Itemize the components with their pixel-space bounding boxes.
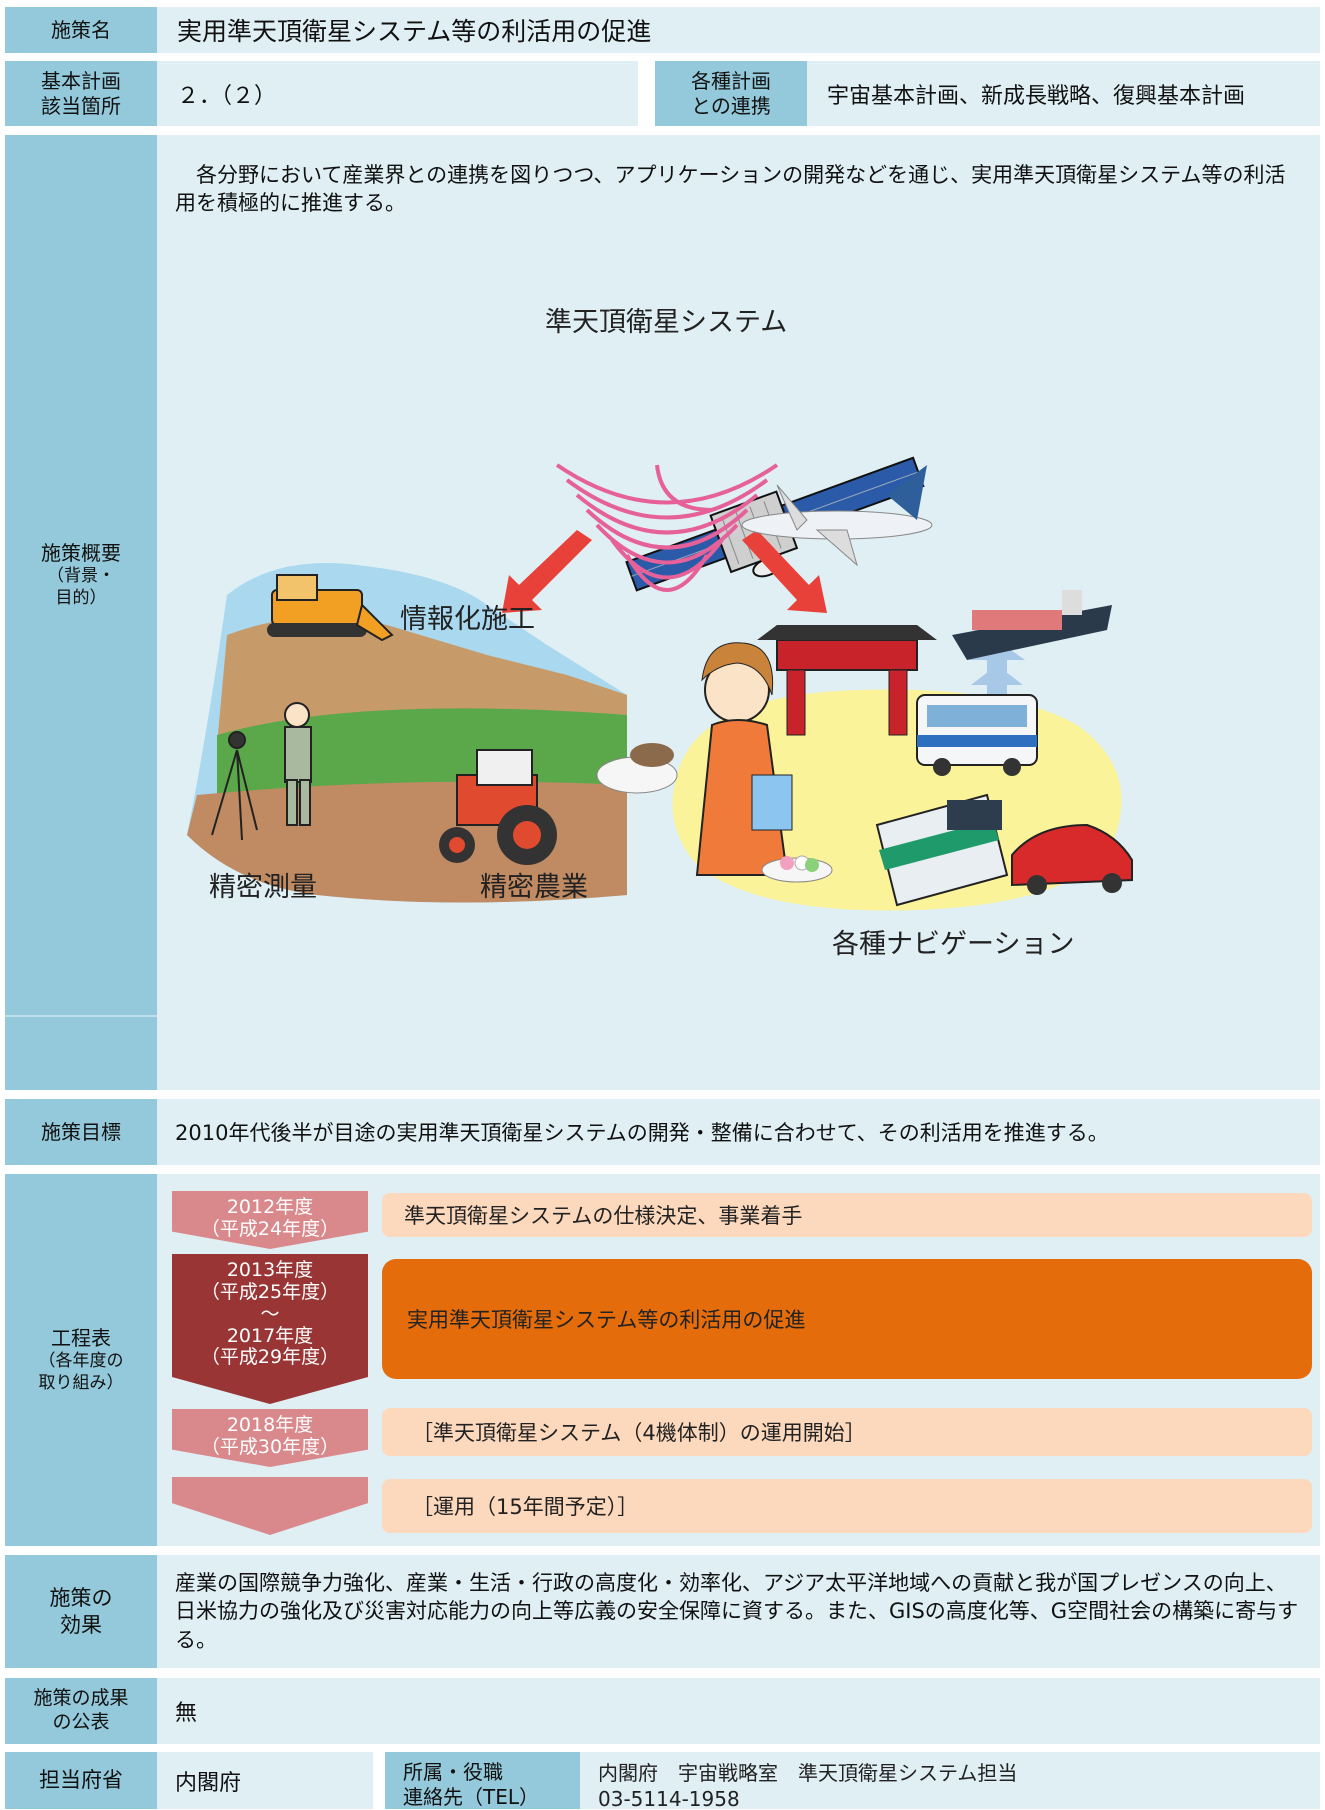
farming-caption: 精密農業 bbox=[480, 872, 588, 903]
bulldozer-icon bbox=[267, 574, 394, 642]
effect-panel: 産業の国際競争力強化、産業・生活・行政の高度化・効率化、アジア太平洋地域への貢献… bbox=[157, 1555, 1320, 1668]
ministry-gap bbox=[373, 1752, 385, 1809]
woman-icon bbox=[695, 642, 793, 876]
overview-illustration bbox=[187, 456, 1133, 911]
car-icon bbox=[1011, 823, 1133, 895]
basic-plan-value: ２．（２） bbox=[157, 61, 638, 126]
goal-label: 施策目標 bbox=[5, 1099, 157, 1165]
year-2018-arrow: 2018年度（平成30年度） bbox=[172, 1409, 368, 1467]
red-arrow-icon bbox=[502, 530, 827, 613]
publication-value: 無 bbox=[157, 1678, 1320, 1744]
year-2012-arrow: 2012年度（平成24年度） bbox=[172, 1191, 368, 1249]
contact-phone: 03-5114-1958 bbox=[598, 1787, 740, 1809]
operation-arrow bbox=[172, 1477, 368, 1535]
effect-text: 産業の国際競争力強化、産業・生活・行政の高度化・効率化、アジア太平洋地域への貢献… bbox=[175, 1571, 1299, 1652]
goal-text: 2010年代後半が目途の実用準天頂衛星システムの開発・整備に合わせて、その利活用… bbox=[157, 1099, 1320, 1165]
year-2013-2017-arrow: 2013年度（平成25年度）～2017年度（平成29年度） bbox=[172, 1254, 368, 1404]
overview-label: 施策概要（背景・目的） bbox=[5, 135, 157, 1015]
contact-label: 所属・役職連絡先（TEL） bbox=[385, 1752, 580, 1809]
land-illustration bbox=[187, 563, 627, 903]
gate-icon bbox=[757, 625, 937, 736]
ship-icon bbox=[952, 590, 1112, 660]
ministry-value: 内閣府 bbox=[157, 1752, 373, 1809]
overview-panel: 各分野において産業界との連携を図りつつ、アプリケーションの開発などを通じ、実用準… bbox=[157, 135, 1320, 1090]
schedule-step-2012: 準天頂衛星システムの仕様決定、事業着手 bbox=[382, 1193, 1312, 1237]
contact-department: 内閣府 宇宙戦略室 準天頂衛星システム担当 bbox=[598, 1761, 1018, 1785]
construction-caption: 情報化施工 bbox=[400, 604, 535, 635]
surveyor-icon bbox=[211, 702, 312, 841]
schedule-step-2013-2017: 実用準天頂衛星システム等の利活用の促進 bbox=[382, 1259, 1312, 1379]
bus-icon bbox=[916, 694, 1038, 776]
navigation-illustration bbox=[596, 465, 1133, 911]
schedule-panel: 2012年度（平成24年度） 2013年度（平成25年度）～2017年度（平成2… bbox=[157, 1174, 1320, 1546]
satellite-caption: 準天頂衛星システム bbox=[545, 307, 788, 338]
overview-label-spacer bbox=[5, 1015, 157, 1090]
policy-name-label: 施策名 bbox=[5, 7, 157, 53]
overview-text: 各分野において産業界との連携を図りつつ、アプリケーションの開発などを通じ、実用準… bbox=[175, 163, 1286, 216]
contact-value: 内閣府 宇宙戦略室 準天頂衛星システム担当 03-5114-1958 bbox=[580, 1752, 1320, 1809]
schedule-label: 工程表（各年度の取り組み） bbox=[5, 1174, 157, 1546]
ministry-label: 担当府省 bbox=[5, 1752, 157, 1809]
navigation-caption: 各種ナビゲーション bbox=[832, 929, 1075, 960]
related-plans-label: 各種計画との連携 bbox=[655, 61, 807, 126]
basic-plan-label: 基本計画該当箇所 bbox=[5, 61, 157, 126]
effect-label: 施策の効果 bbox=[5, 1555, 157, 1668]
related-plans-value: 宇宙基本計画、新成長戦略、復興基本計画 bbox=[807, 61, 1320, 126]
schedule-step-2018: ［準天頂衛星システム（4機体制）の運用開始］ bbox=[382, 1408, 1312, 1456]
train-icon bbox=[875, 793, 1009, 907]
tractor-icon bbox=[439, 749, 557, 865]
signal-waves-icon bbox=[555, 463, 779, 592]
airplane-icon bbox=[741, 465, 933, 567]
policy-name-value: 実用準天頂衛星システム等の利活用の促進 bbox=[157, 7, 1320, 53]
schedule-step-operation: ［運用（15年間予定）］ bbox=[382, 1479, 1312, 1533]
survey-caption: 精密測量 bbox=[209, 872, 317, 903]
food-icon bbox=[596, 743, 833, 883]
publication-label: 施策の成果の公表 bbox=[5, 1678, 157, 1744]
